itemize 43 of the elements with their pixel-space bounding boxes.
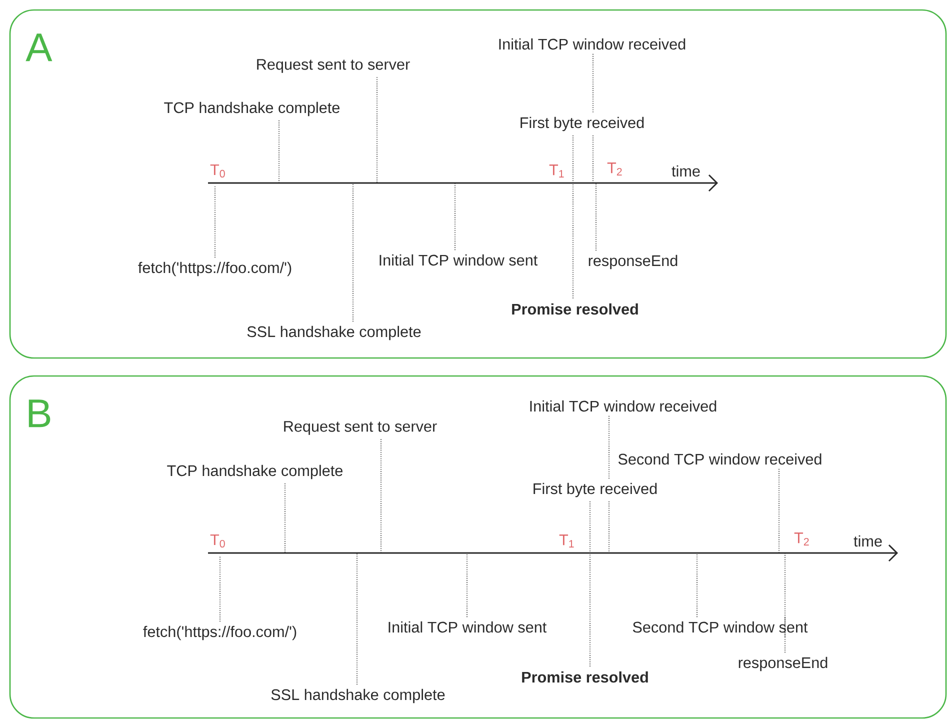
event-label: First byte received — [534, 482, 657, 498]
time-marker-label: T$_{2}$ — [607, 162, 622, 176]
event-label: Second TCP window sent — [632, 621, 808, 633]
leader-line — [380, 438, 382, 554]
leader-line — [376, 76, 378, 184]
event-label: Request sent to server — [257, 59, 410, 73]
event-label: First byte received — [520, 116, 644, 132]
event-label: SSL handshake complete — [247, 326, 421, 340]
leader-line — [284, 483, 286, 554]
leader-line — [466, 552, 468, 618]
event-label: Initial TCP window sent — [380, 254, 538, 266]
leader-line — [696, 552, 698, 618]
event-label: Initial TCP window received — [530, 400, 716, 412]
event-label: fetch('https://foo.com/') — [138, 262, 292, 276]
event-label: Request sent to server — [284, 421, 437, 435]
event-label: SSL handshake complete — [271, 688, 445, 704]
leader-line — [784, 552, 786, 653]
time-marker-label: T$_{0}$ — [210, 534, 225, 548]
leader-line — [592, 54, 594, 184]
time-marker-label: T$_{1}$ — [549, 164, 564, 178]
leader-line — [608, 416, 610, 554]
event-label: responseEnd — [588, 254, 678, 270]
leader-line — [356, 552, 358, 685]
time-marker-label: T$_{0}$ — [210, 164, 225, 178]
event-label: Initial TCP window received — [499, 38, 686, 50]
leader-line — [454, 182, 456, 250]
leader-line — [572, 135, 574, 300]
event-label: responseEnd — [738, 656, 828, 672]
leader-line — [278, 120, 280, 184]
event-label: Promise resolved — [512, 303, 638, 315]
leader-line — [214, 186, 216, 258]
event-label: Second TCP window received — [618, 453, 822, 465]
axis-label: time — [854, 535, 882, 547]
event-label: TCP handshake complete — [167, 464, 342, 480]
leader-line — [778, 468, 780, 554]
time-marker-label: T$_{2}$ — [794, 532, 809, 546]
event-label: TCP handshake complete — [164, 102, 340, 116]
time-marker-label: T$_{1}$ — [559, 534, 574, 548]
event-label: Promise resolved — [522, 671, 648, 683]
leader-line — [352, 182, 354, 322]
event-label: fetch('https://foo.com/') — [143, 626, 296, 640]
axis-label: time — [672, 165, 700, 177]
event-label: Initial TCP window sent — [388, 621, 547, 633]
